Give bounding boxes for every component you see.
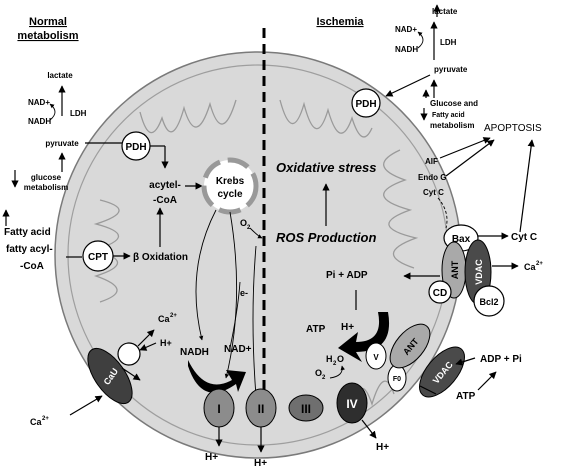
h2o-end: O bbox=[337, 354, 344, 364]
adp-pi-label: ADP + Pi bbox=[480, 354, 522, 365]
acetyl-coa-label-2: -CoA bbox=[153, 195, 177, 206]
pdh-left-label: PDH bbox=[125, 142, 146, 153]
ca-outer-sup: 2+ bbox=[42, 416, 49, 422]
atp-synthase-arrow bbox=[338, 312, 390, 362]
ldh-label-right: LDH bbox=[440, 38, 457, 47]
complex-iii-label: III bbox=[301, 402, 311, 416]
atp-right-label: ATP bbox=[456, 391, 476, 402]
calcium-uniporter bbox=[87, 347, 133, 405]
cyt-c-inner-label: Cyt C bbox=[423, 188, 444, 197]
ca-inner-label: Ca bbox=[158, 314, 170, 324]
ischemia-title: Ischemia bbox=[316, 16, 364, 28]
o2-bottom-sub: 2 bbox=[322, 375, 326, 381]
ca-inner-sup: 2+ bbox=[170, 313, 177, 319]
h-bottom-1: H+ bbox=[205, 452, 218, 463]
e-minus-label: e- bbox=[240, 288, 248, 298]
cd-label: CD bbox=[433, 288, 447, 299]
complex-iv-label: IV bbox=[346, 397, 357, 411]
beta-oxidation-label: β Oxidation bbox=[133, 252, 188, 263]
v-label: V bbox=[373, 353, 379, 362]
complex-iv bbox=[336, 382, 368, 424]
pdh-right-label: PDH bbox=[355, 99, 376, 110]
metabolism-label-right: metabolism bbox=[430, 121, 474, 130]
h-bottom-3: H+ bbox=[376, 442, 389, 453]
normal-title: Normal bbox=[29, 16, 67, 28]
complex-iii bbox=[288, 394, 324, 422]
ca-right-sup: 2+ bbox=[536, 261, 543, 267]
vdac-bottom bbox=[419, 346, 465, 398]
complex-i-label: I bbox=[217, 402, 220, 416]
bcl2-label: Bcl2 bbox=[479, 297, 498, 307]
lactate-label-left: lactate bbox=[47, 71, 73, 80]
ldh-label-left: LDH bbox=[70, 109, 87, 118]
acetyl-coa-label: acytel- bbox=[149, 180, 181, 191]
pdh-right-node bbox=[351, 88, 381, 118]
pyruvate-label-left: pyruvate bbox=[45, 139, 79, 148]
cpt-label: CPT bbox=[88, 252, 108, 263]
krebs-cycle: Krebs cycle bbox=[201, 157, 259, 215]
nad-label-right: NAD+ bbox=[395, 25, 417, 34]
apoptosis-label: APOPTOSIS bbox=[484, 123, 542, 134]
coa-label: -CoA bbox=[20, 261, 44, 272]
o2-top-sub: 2 bbox=[247, 225, 251, 231]
nad-bottom-label: NAD+ bbox=[224, 344, 252, 355]
ant-bottom bbox=[389, 323, 431, 369]
normal-title-2: metabolism bbox=[17, 30, 78, 42]
pyruvate-label-right: pyruvate bbox=[434, 65, 468, 74]
nadh-arrow bbox=[188, 360, 246, 393]
krebs-label: Krebs bbox=[216, 176, 245, 187]
oxidative-stress-label: Oxidative stress bbox=[276, 160, 376, 175]
h-bottom-2: H+ bbox=[254, 458, 267, 469]
h-atp-label: H+ bbox=[341, 322, 354, 333]
ca-outer-label: Ca bbox=[30, 417, 42, 427]
glucose-label-left: glucose bbox=[31, 173, 62, 182]
bcl2-protein bbox=[473, 285, 505, 317]
pi-adp-label: Pi + ADP bbox=[326, 270, 368, 281]
endo-g-label: Endo G bbox=[418, 173, 446, 182]
h-inner-label: H+ bbox=[160, 338, 172, 348]
nadh-label-left: NADH bbox=[28, 117, 51, 126]
complex-ii-label: II bbox=[258, 402, 265, 416]
aif-label: AIF bbox=[425, 157, 438, 166]
ant-right-label: ANT bbox=[450, 260, 460, 279]
nadh-label-right: NADH bbox=[395, 45, 418, 54]
glucose-label-right: Glucose and bbox=[430, 99, 478, 108]
ros-production-label: ROS Production bbox=[276, 230, 376, 245]
cd-protein bbox=[428, 280, 452, 304]
f0-label: F0 bbox=[393, 376, 401, 383]
ca-h-exchanger bbox=[117, 342, 141, 366]
fatty-acid-label-right: Fatty acid bbox=[432, 112, 465, 119]
vdac-right-label: VDAC bbox=[474, 259, 484, 285]
atp-synthase-v bbox=[365, 342, 387, 370]
o2-top-label: O bbox=[240, 218, 247, 228]
nad-label-left: NAD+ bbox=[28, 98, 50, 107]
o2-bottom-label: O bbox=[315, 368, 322, 378]
ca-right-label: Ca bbox=[524, 262, 536, 272]
nadh-bottom-label: NADH bbox=[180, 347, 209, 358]
h2o-sub: 2 bbox=[333, 361, 337, 367]
h2o-label: H bbox=[326, 354, 333, 364]
krebs-label-2: cycle bbox=[217, 189, 242, 200]
bax-label: Bax bbox=[452, 234, 471, 245]
cyt-c-outer-label: Cyt C bbox=[511, 232, 537, 243]
glucose-metabolism-left: metabolism bbox=[24, 183, 68, 192]
atp-left-label: ATP bbox=[306, 324, 326, 335]
fatty-acyl-label: fatty acyl- bbox=[6, 244, 53, 255]
lactate-label-right: lactate bbox=[432, 7, 458, 16]
fatty-acid-label: Fatty acid bbox=[4, 227, 51, 238]
